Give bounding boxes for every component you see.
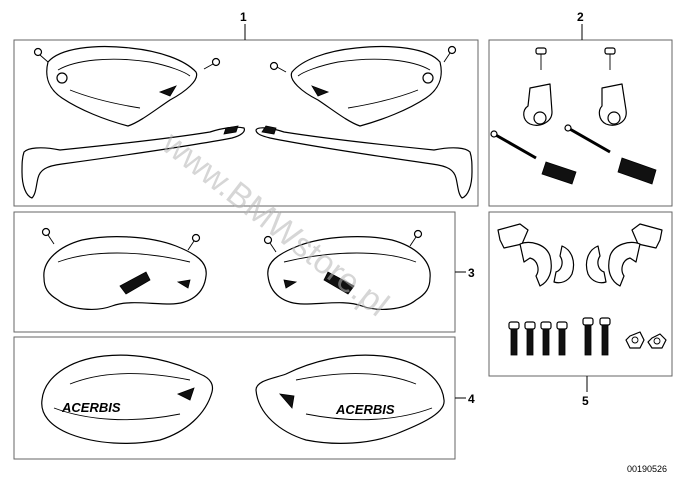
group-box-5 [488, 211, 673, 377]
callout-4: 4 [468, 392, 475, 406]
acerbis-logo-left: ACERBIS [61, 400, 121, 415]
screw-icon [409, 229, 423, 247]
screw-icon [604, 47, 616, 70]
screw-icon [187, 233, 201, 251]
screw-icon [203, 57, 221, 70]
callout-1: 1 [240, 10, 247, 24]
acerbis-handguard-right: ACERBIS [255, 354, 445, 444]
callout-3: 3 [468, 266, 475, 280]
bolt-set [508, 317, 611, 356]
group-box-1 [13, 39, 479, 207]
mounting-clamp-left [523, 83, 553, 126]
handguard-left-shell [46, 45, 198, 127]
acerbis-handguard-left: ACERBIS [41, 354, 214, 444]
screw-icon [535, 47, 547, 70]
handguard-right-plastic [267, 236, 431, 310]
clamp-collar-left [553, 245, 575, 284]
threaded-rod-right [564, 124, 611, 154]
callout-2: 2 [577, 10, 584, 24]
screw-icon [33, 47, 49, 63]
acerbis-logo-right: ACERBIS [335, 402, 395, 417]
screw-icon [269, 61, 287, 73]
handguard-right-bar [255, 125, 473, 199]
screw-icon [443, 45, 457, 63]
threaded-rod-left [490, 130, 537, 160]
screw-icon [41, 227, 55, 245]
nut-set [625, 331, 667, 349]
clamp-collar-right [585, 245, 607, 284]
bar-end-weight-left [541, 161, 577, 185]
handguard-right-shell [290, 45, 442, 127]
group-box-2 [488, 39, 673, 207]
screw-icon [263, 235, 277, 253]
handguard-left-plastic [43, 236, 207, 310]
handguard-left-bar [21, 125, 245, 199]
bar-end-weight-right [617, 157, 657, 185]
diagram-code: 00190526 [627, 464, 667, 474]
callout-5: 5 [582, 394, 589, 408]
mounting-clamp-right [598, 83, 627, 126]
mounting-bracket-left [497, 223, 552, 287]
mounting-bracket-right [608, 223, 663, 287]
